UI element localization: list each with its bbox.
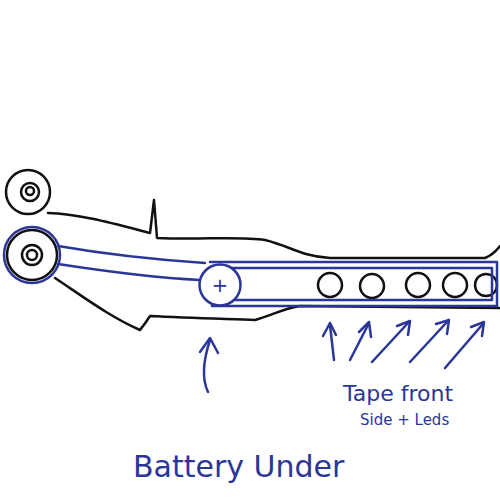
led-circle <box>318 273 342 297</box>
leader-line <box>204 340 210 392</box>
outline-shape <box>200 265 241 306</box>
arrow-head <box>397 321 410 335</box>
led-circle <box>360 274 384 298</box>
tape-strip <box>210 262 497 306</box>
arrow-head <box>359 322 371 337</box>
node-text: + <box>212 275 229 295</box>
led-circle <box>475 274 497 296</box>
arrow-head <box>436 320 449 334</box>
leader-line <box>372 323 408 362</box>
callout-label: Tape front <box>343 382 453 406</box>
arrow-head <box>200 338 218 353</box>
handle-outline <box>48 200 500 258</box>
callout-label: Side + Leds <box>360 412 449 429</box>
ring-inner <box>21 183 39 201</box>
callout-label: Battery Under <box>133 450 344 483</box>
handle-outline <box>55 278 500 330</box>
wire <box>58 264 200 280</box>
ring-outer <box>7 230 57 280</box>
led-circle <box>406 273 430 297</box>
ring-outer <box>6 170 50 214</box>
arrow-head <box>323 323 336 336</box>
leader-line <box>410 322 447 362</box>
tape-strip-inner <box>232 268 492 300</box>
battery-circle: + <box>198 263 242 307</box>
arrow-head <box>471 322 484 336</box>
led-circle <box>443 273 467 297</box>
wire-loop <box>4 227 60 283</box>
leader-line <box>445 325 482 368</box>
ring-inner <box>22 245 42 265</box>
ring-hole <box>26 187 34 195</box>
ring-hole <box>27 250 37 260</box>
wire <box>58 246 205 263</box>
